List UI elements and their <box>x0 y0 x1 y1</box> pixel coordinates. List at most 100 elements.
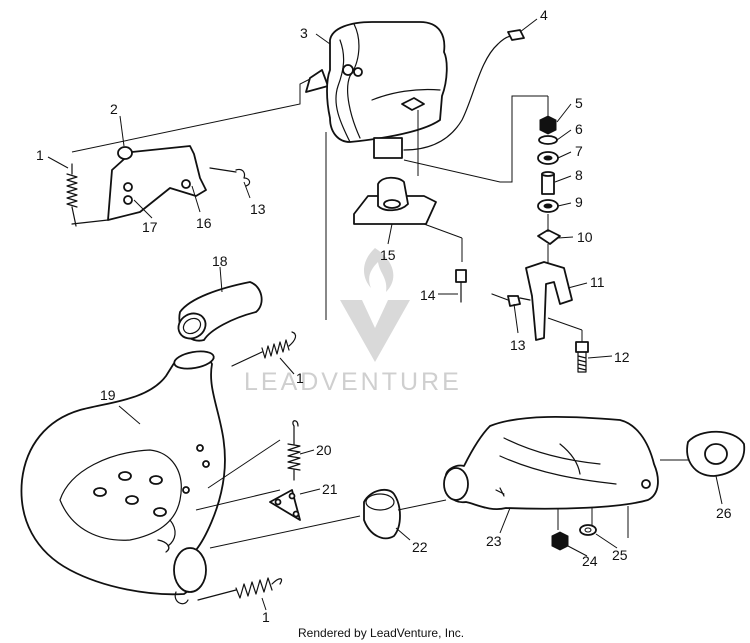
callout-part-25: 25 <box>612 547 628 563</box>
callout-leaders <box>47 18 723 611</box>
canister-shading <box>371 88 441 101</box>
muffler-canister-part-3 <box>305 21 448 320</box>
pipe-spring-hook <box>157 519 176 553</box>
canister-mount-plate <box>401 97 425 111</box>
grommet-part-2 <box>117 146 133 160</box>
muffler-bolt <box>641 479 651 489</box>
muffler-part-23 <box>443 416 700 538</box>
muffler-contour <box>559 443 581 475</box>
assembly-guide-line <box>71 77 313 153</box>
sleeve-part-8 <box>541 173 555 195</box>
bracket-part-11 <box>525 261 573 341</box>
callout-part-9: 9 <box>575 194 583 210</box>
pin-part-13 <box>209 167 251 187</box>
callout-part-7: 7 <box>575 143 583 159</box>
sensor-part-13 <box>491 293 531 307</box>
canister-body <box>326 21 448 143</box>
heat-shield-hole <box>118 471 132 481</box>
callout-part-2: 2 <box>110 101 118 117</box>
bracket-hole <box>181 179 191 189</box>
callout-part-21: 21 <box>322 481 338 497</box>
footer-credit: Rendered by LeadVenture, Inc. <box>298 626 464 640</box>
callout-part-8: 8 <box>575 167 583 183</box>
callout-part-1-bottom: 1 <box>262 609 270 625</box>
callout-part-23: 23 <box>486 533 502 549</box>
callout-part-6: 6 <box>575 121 583 137</box>
stud-part-14 <box>455 269 467 303</box>
exhaust-pipe-part-19 <box>20 350 361 605</box>
callout-part-13-top: 13 <box>250 201 266 217</box>
washer-part-6 <box>538 135 558 145</box>
nut-part-5 <box>539 115 557 135</box>
sensor-wire-part-4 <box>403 29 525 151</box>
canister-seam <box>335 39 351 143</box>
assembly-guide-line <box>207 439 281 489</box>
canister-bolt <box>353 67 363 77</box>
assembly-guide-line <box>423 223 463 239</box>
bracket-hole <box>123 182 133 192</box>
callout-part-24: 24 <box>582 553 598 569</box>
spring-part-1-top <box>66 163 78 227</box>
callout-part-16: 16 <box>196 215 212 231</box>
callout-part-1-top: 1 <box>36 147 44 163</box>
callout-part-17: 17 <box>142 219 158 235</box>
callout-part-19: 19 <box>100 387 116 403</box>
heat-shield-hole <box>93 487 107 497</box>
canister-tab <box>305 69 329 93</box>
bracket-hole <box>123 195 133 205</box>
assembly-guide-line <box>195 489 281 511</box>
pipe-spring-hook <box>174 591 189 605</box>
pipe-heat-shield <box>59 449 182 541</box>
callout-part-13-right: 13 <box>510 337 526 353</box>
spring-bracket-assembly <box>66 77 313 227</box>
callout-part-3: 3 <box>300 25 308 41</box>
callout-part-18: 18 <box>212 253 228 269</box>
rubber-tube-part-18 <box>177 281 263 342</box>
mounting-hardware-stack <box>403 95 589 373</box>
washer-part-25 <box>579 524 597 536</box>
muffler-tab <box>495 487 505 497</box>
bolt-part-12 <box>575 341 589 353</box>
heat-shield-hole <box>125 495 139 505</box>
spring-part-1-middle <box>231 331 297 367</box>
callout-part-22: 22 <box>412 539 428 555</box>
callout-part-10: 10 <box>577 229 593 245</box>
assembly-guide-line <box>209 515 361 549</box>
plate-part-21 <box>269 489 301 521</box>
callout-labels: 1 2 3 4 5 6 7 8 9 10 11 12 13 13 14 15 1… <box>36 7 732 625</box>
callout-part-14: 14 <box>420 287 436 303</box>
canister-bolt <box>342 64 354 76</box>
assembly-guide-line <box>397 499 447 511</box>
sensor-connector <box>507 29 525 41</box>
spring-part-20 <box>287 420 301 481</box>
callout-part-20: 20 <box>316 442 332 458</box>
callout-part-5: 5 <box>575 95 583 111</box>
callout-part-12: 12 <box>614 349 630 365</box>
canister-outlet <box>373 137 403 159</box>
watermark-flame-logo <box>363 248 394 292</box>
callout-part-1-middle: 1 <box>296 370 304 386</box>
callout-part-15: 15 <box>380 247 396 263</box>
pipe-inlet <box>173 350 215 370</box>
muffler-inlet <box>443 467 469 501</box>
heat-shield-hole <box>153 507 167 517</box>
bracket-part-15 <box>353 176 463 262</box>
plate-part-10 <box>537 229 561 245</box>
canister-seam <box>347 23 361 139</box>
callout-part-4: 4 <box>540 7 548 23</box>
spring-part-1-bottom <box>197 577 283 601</box>
leadventure-watermark: LEADVENTURE <box>244 248 462 396</box>
gasket-part-26 <box>686 430 746 477</box>
callout-part-26: 26 <box>716 505 732 521</box>
watermark-text: LEADVENTURE <box>244 368 462 396</box>
watermark-v-logo <box>340 300 410 362</box>
assembly-guide-line <box>547 317 583 331</box>
nut-part-24 <box>551 531 569 551</box>
pipe-outlet <box>173 547 207 593</box>
heat-shield-hole <box>149 475 163 485</box>
bracket-grommet-hole <box>383 199 401 209</box>
muffler-contour <box>499 437 617 485</box>
callout-part-11: 11 <box>590 274 605 290</box>
cone-seal-part-22 <box>363 488 447 540</box>
